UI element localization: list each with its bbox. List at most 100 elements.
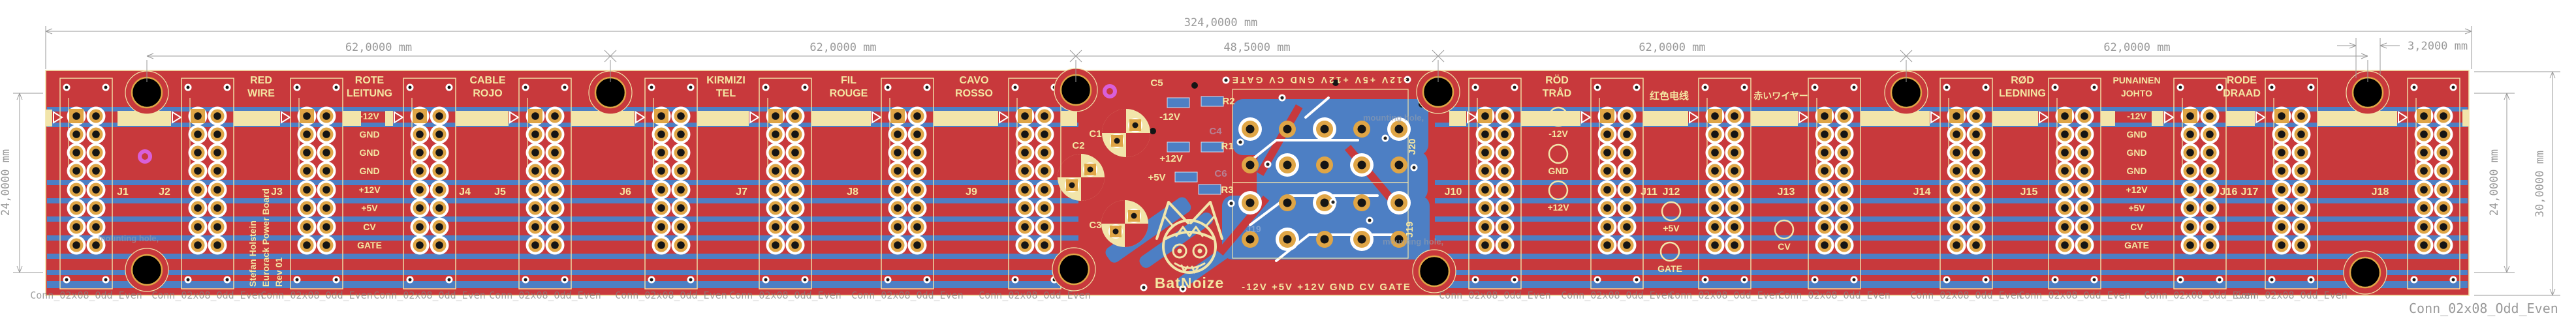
capacitor-C2[interactable] [1058, 154, 1105, 201]
testpoint[interactable] [1548, 143, 1569, 164]
smd-component[interactable] [1174, 171, 1198, 183]
connector-ref-J10[interactable]: J10 [1445, 186, 1462, 198]
testpoint[interactable] [1774, 219, 1795, 240]
dimension-text[interactable]: 62,0000 mm [1639, 41, 1705, 54]
connector-ref-J2[interactable]: J2 [159, 186, 170, 198]
pad-hole [1821, 130, 1829, 138]
connector-ref-J15[interactable]: J15 [2020, 186, 2038, 198]
connector-ref-J7[interactable]: J7 [736, 186, 747, 198]
pad-hole [2297, 112, 2305, 120]
smd-component[interactable] [1198, 184, 1221, 195]
connector-J18[interactable]: J18 [2372, 78, 2460, 289]
smd-component[interactable] [1167, 141, 1190, 153]
mounting-hole[interactable] [1416, 70, 1460, 114]
smd-component[interactable] [1201, 96, 1224, 107]
smd-component[interactable] [1201, 141, 1224, 153]
capacitor-C3[interactable] [1101, 200, 1148, 247]
component-ref-R2[interactable]: R2 [1222, 96, 1234, 107]
pad-hole [1731, 241, 1738, 249]
smd-component[interactable] [1167, 97, 1190, 108]
connector-ref-J3[interactable]: J3 [271, 186, 283, 198]
connector-ref-J14[interactable]: J14 [1913, 186, 1931, 198]
dimension-text[interactable]: 30,0000 mm [2534, 151, 2547, 217]
capacitor-C1[interactable] [1102, 109, 1150, 157]
testpoint[interactable] [1661, 201, 1682, 222]
connector-ref-J18[interactable]: J18 [2372, 186, 2389, 198]
dimension-text[interactable]: 24,0000 mm [0, 149, 12, 216]
footprint-label: Conn_02x08_Odd_Even [151, 289, 264, 301]
mounting-hole[interactable] [2343, 250, 2387, 295]
pad-hole [2186, 149, 2194, 156]
rail-label: -12V [2127, 111, 2146, 121]
dimension-text[interactable]: 48,5000 mm [1223, 41, 1290, 54]
component-ref-C2[interactable]: C2 [1072, 140, 1084, 151]
testpoint[interactable] [1659, 241, 1680, 262]
connector-ref-J17[interactable]: J17 [2241, 186, 2259, 198]
dimension-text[interactable]: 62,0000 mm [345, 41, 412, 54]
dimension-annotations[interactable]: 324,0000 mm 62,0000 mm 62,0000 mm 48,5000 m… [0, 16, 2560, 296]
testpoint[interactable] [1548, 180, 1569, 201]
connector-ref-J9[interactable]: J9 [966, 186, 977, 198]
testpoint[interactable] [1548, 106, 1569, 127]
connector-ref-J5[interactable]: J5 [494, 186, 506, 198]
connector-ref-J13[interactable]: J13 [1778, 186, 1795, 198]
component-ref-C6[interactable]: C6 [1214, 168, 1227, 179]
pad-hole [1114, 138, 1120, 144]
component-ref-R1[interactable]: R1 [1221, 141, 1233, 152]
power-header-ref-J20[interactable]: J20 [1407, 138, 1418, 155]
power-header-ref-J19[interactable]: J19 [1404, 221, 1415, 237]
mounting-hole[interactable] [1052, 247, 1096, 291]
magenta-via[interactable] [138, 149, 152, 164]
corner-mark-hole [1513, 85, 1516, 89]
mounting-hole[interactable] [125, 248, 169, 292]
component-ref-R3[interactable]: R3 [1221, 185, 1233, 196]
connector-ref-J16[interactable]: J16 [2220, 186, 2238, 198]
dimension-text[interactable]: 3,2000 mm [2408, 40, 2468, 53]
pad-hole [2206, 204, 2214, 212]
mounting-hole[interactable] [1054, 68, 1098, 112]
connector-ref-J4[interactable]: J4 [459, 186, 471, 198]
dimension-text[interactable]: 324,0000 mm [1184, 16, 1258, 29]
connector-ref-J1[interactable]: J1 [117, 186, 129, 198]
component-ref-C1[interactable]: C1 [1089, 128, 1101, 140]
connector-ref-J6[interactable]: J6 [620, 186, 631, 198]
mounting-hole[interactable] [588, 70, 633, 115]
connector-ref-J12[interactable]: J12 [1663, 186, 1680, 198]
component-ref-C3[interactable]: C3 [1089, 220, 1101, 231]
magenta-via[interactable] [1103, 84, 1117, 98]
component-ref-C4[interactable]: C4 [1209, 126, 1222, 137]
footprint-label: Conn_02x08_Odd_Even [30, 289, 142, 301]
connector-ref-J11[interactable]: J11 [1641, 186, 1657, 198]
pad-hole [677, 112, 685, 120]
pcb-board[interactable]: C1C2C3C5R2C4R1C6R3-12V+12V+5VJ20J19J19-1… [30, 68, 2558, 316]
rail-label: GATE [2124, 240, 2149, 250]
mounting-hole[interactable] [1412, 249, 1456, 293]
dimension-text[interactable]: 62,0000 mm [2103, 41, 2170, 54]
mounting-hole[interactable] [125, 70, 169, 115]
connector-ref-J8[interactable]: J8 [847, 186, 858, 198]
pad-hole [1972, 112, 1980, 120]
dimension-text[interactable]: 24,0000 mm [2488, 149, 2501, 216]
component-ref-C5[interactable]: C5 [1150, 78, 1163, 89]
power-header-outline-j19[interactable] [1232, 182, 1409, 259]
dimension-text[interactable]: 62,0000 mm [809, 41, 876, 54]
pad-hole [1481, 241, 1489, 249]
